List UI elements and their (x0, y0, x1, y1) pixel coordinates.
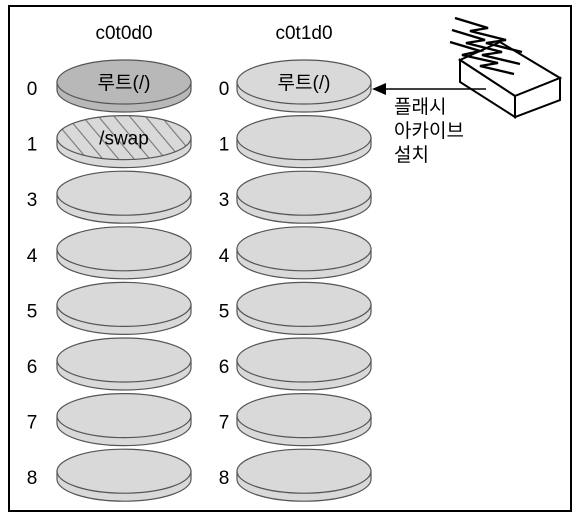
slice-top (236, 226, 372, 272)
flash-label-line: 설치 (394, 144, 429, 166)
slice-number: 4 (27, 246, 38, 267)
disk-c0t1d0: c0t1d0 0 루트(/) 1 3 4 5 6 7 8 (219, 23, 372, 502)
disk-slice: 0 루트(/) (219, 59, 372, 113)
slice-top (236, 337, 372, 383)
disk-slice: 8 (27, 448, 192, 502)
slice-label: 루트(/) (98, 73, 151, 94)
slice-number: 7 (27, 413, 38, 434)
slice-number: 8 (219, 468, 230, 489)
install-arrow (372, 83, 486, 95)
disk-slice: 5 (219, 281, 372, 335)
slice-top (56, 226, 192, 272)
lightning-bolt-icon (449, 16, 523, 76)
slice-number: 1 (27, 135, 38, 156)
disk-slice: 7 (219, 393, 372, 447)
slice-top (56, 59, 192, 105)
disk-slice: 1/swap (27, 115, 192, 169)
slice-number: 8 (27, 468, 38, 489)
slice-top (56, 115, 192, 161)
disk-c0t0d0: c0t0d0 0 루트(/) 1/swap 3 4 5 6 7 8 (27, 23, 192, 502)
disk-slice: 1 (219, 115, 372, 169)
slice-top (56, 448, 192, 494)
slice-number: 3 (27, 190, 38, 211)
slice-number: 0 (219, 79, 230, 100)
slice-number: 0 (27, 79, 38, 100)
slice-top (236, 115, 372, 161)
slice-number: 7 (219, 413, 230, 434)
slice-top (236, 281, 372, 327)
slice-top (56, 393, 192, 439)
slice-top (56, 337, 192, 383)
flash-label-line: 플래시 (394, 96, 446, 118)
slice-number: 1 (219, 135, 230, 156)
disk-name-label: c0t0d0 (95, 23, 152, 44)
slice-top (236, 448, 372, 494)
slice-number: 6 (27, 357, 38, 378)
flash-label-line: 아카이브 (394, 120, 464, 142)
disk-slice: 4 (27, 226, 192, 280)
slice-label: 루트(/) (278, 73, 331, 94)
disk-slice: 6 (219, 337, 372, 391)
slice-number: 5 (219, 301, 230, 322)
slice-number: 5 (27, 301, 38, 322)
slice-number: 6 (219, 357, 230, 378)
slice-top (56, 281, 192, 327)
slice-top (236, 59, 372, 105)
slice-number: 4 (219, 246, 230, 267)
disk-slice: 3 (27, 170, 192, 224)
slice-label: /swap (99, 129, 149, 150)
disk-slice: 6 (27, 337, 192, 391)
disk-slice: 0 루트(/) (27, 59, 192, 113)
slice-number: 3 (219, 190, 230, 211)
slice-top (56, 170, 192, 216)
slice-top (236, 393, 372, 439)
disk-slice: 3 (219, 170, 372, 224)
disk-slice: 8 (219, 448, 372, 502)
slice-top (236, 170, 372, 216)
disk-name-label: c0t1d0 (275, 23, 332, 44)
disk-slice: 5 (27, 281, 192, 335)
disk-slice: 7 (27, 393, 192, 447)
disk-slice: 4 (219, 226, 372, 280)
